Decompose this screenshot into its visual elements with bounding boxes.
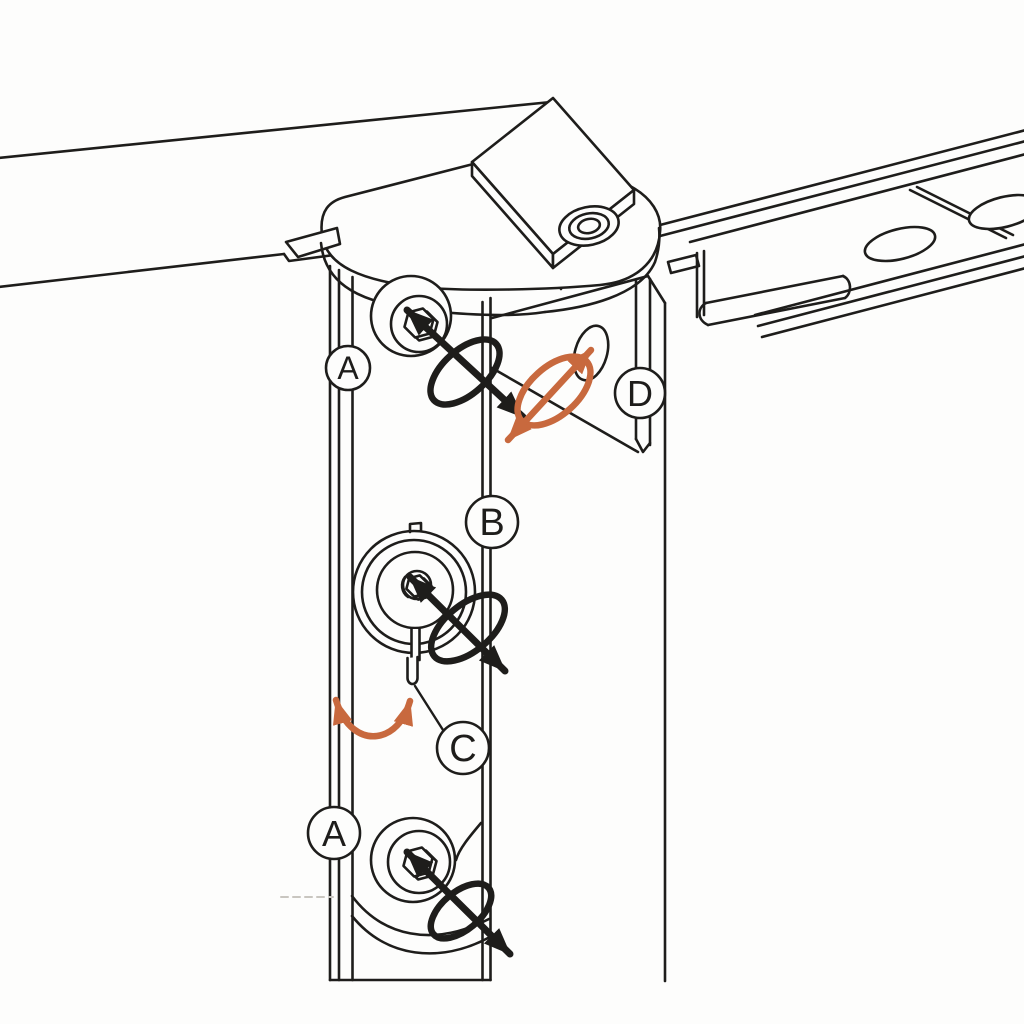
bottom-adjustment-screw — [350, 816, 514, 958]
pivot-bushing — [558, 205, 620, 247]
adjust-direction-arrow — [403, 848, 514, 958]
top-adjustment-screw — [369, 274, 527, 421]
track-hole — [967, 193, 1024, 231]
callout-a-bottom: A — [306, 805, 362, 861]
callout-c-letter: C — [449, 728, 476, 770]
callout-a-top-letter: A — [337, 350, 359, 386]
callout-a-bottom-letter: A — [322, 813, 346, 854]
swing-arc-arrow — [332, 696, 414, 740]
callout-leader — [413, 684, 445, 732]
cam-pin — [406, 655, 419, 686]
top-track — [658, 129, 1024, 339]
callout-d: D — [613, 366, 667, 420]
callout-b: B — [464, 494, 520, 550]
callout-b-letter: B — [479, 502, 504, 544]
adjust-direction-arrow — [406, 573, 509, 675]
callout-a-top: A — [324, 344, 372, 392]
plate-tab — [284, 226, 342, 259]
callout-d-letter: D — [627, 373, 653, 414]
door-panel — [0, 100, 553, 289]
callouts: A B C D A — [306, 344, 667, 861]
accent-indicators — [332, 346, 595, 740]
adjust-direction-arrow — [403, 306, 527, 421]
cam-adjuster — [351, 521, 509, 732]
accent-direction-arrow — [504, 346, 595, 444]
callout-c: C — [435, 720, 491, 776]
track-hole — [863, 225, 937, 263]
